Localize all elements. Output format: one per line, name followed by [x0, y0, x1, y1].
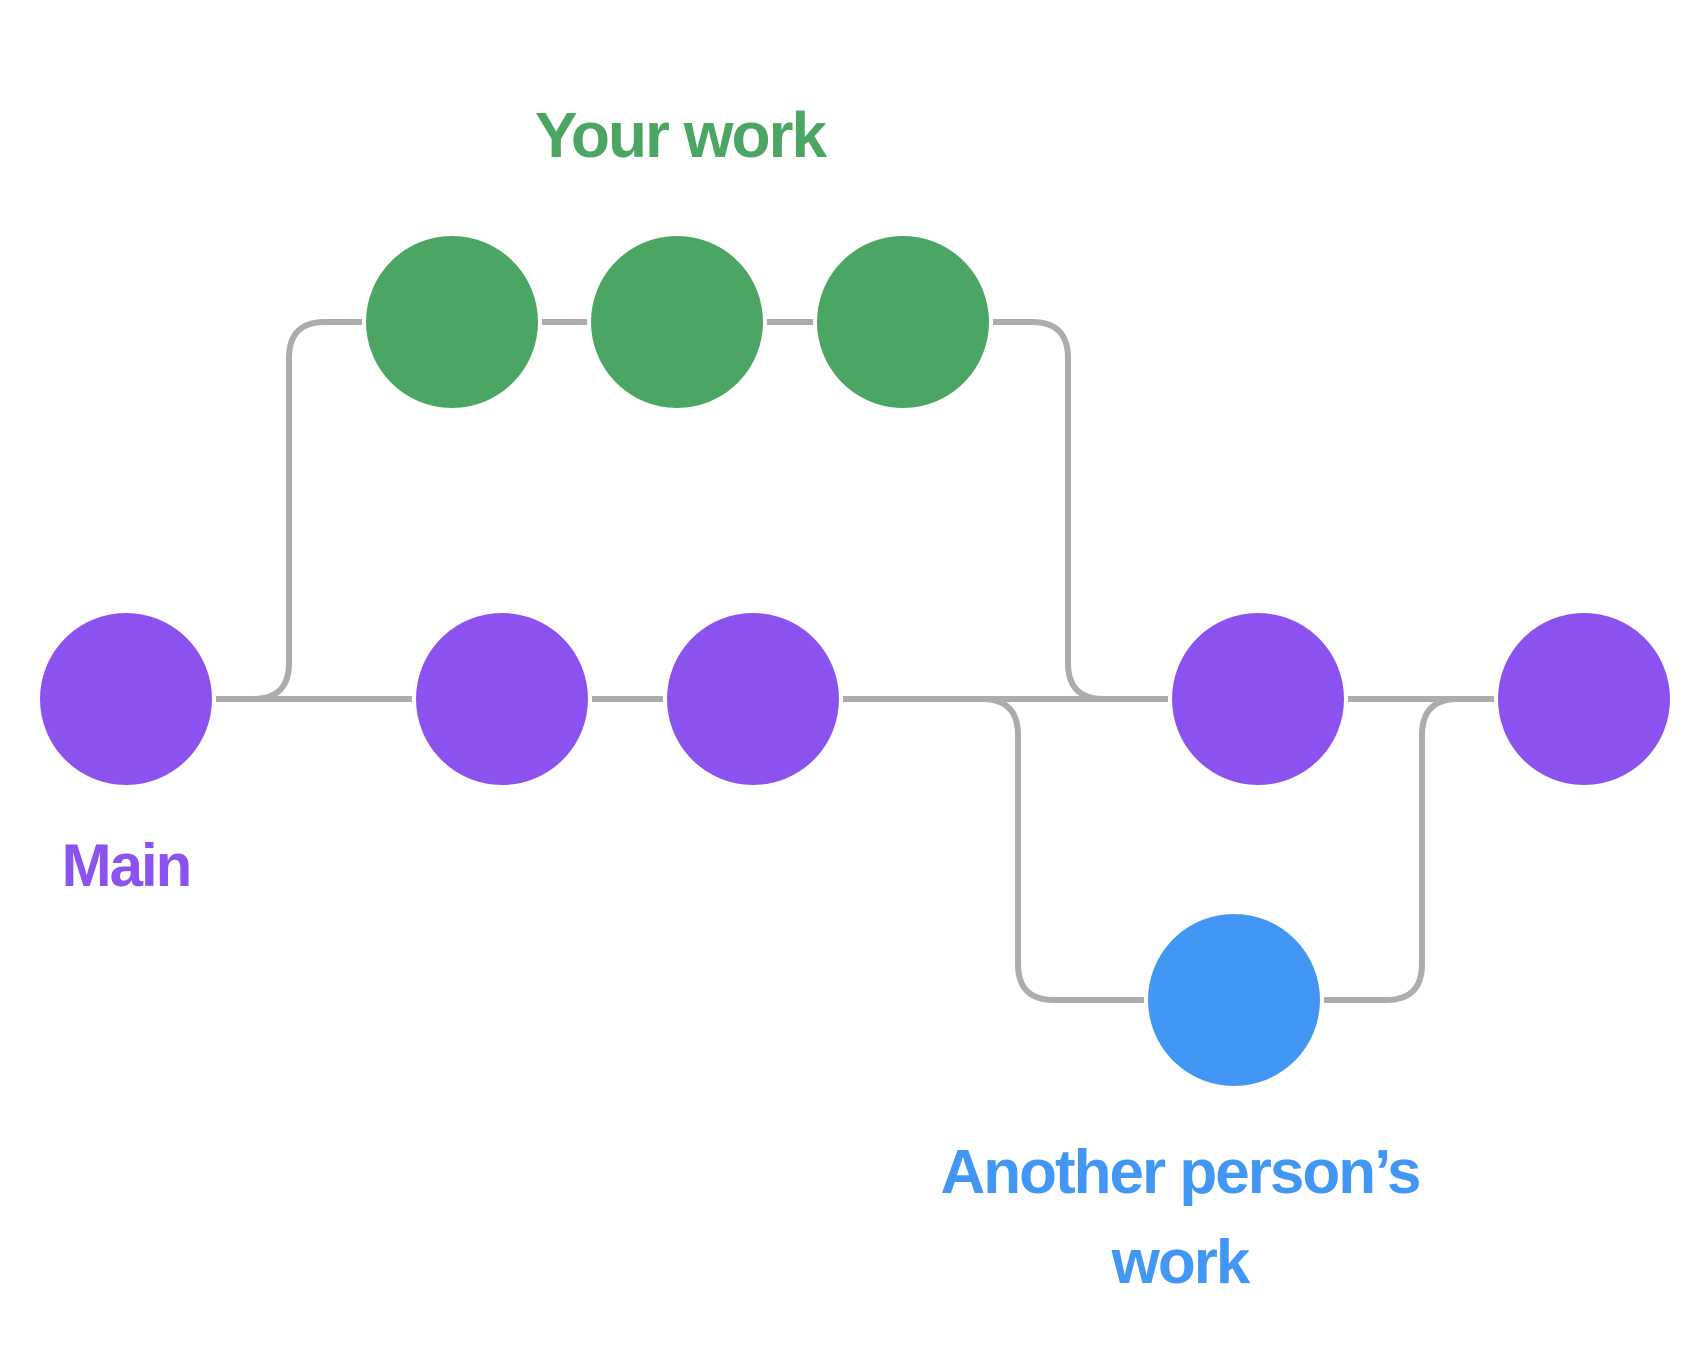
main-label: Main — [61, 832, 193, 899]
commit-node-main-5 — [1494, 609, 1674, 789]
another-persons-work-label-line1: Another person’s — [940, 1138, 1422, 1207]
commit-node-main-3 — [663, 609, 843, 789]
commit-node-main-4 — [1168, 609, 1348, 789]
commit-node-your-work-3 — [813, 232, 993, 412]
another-persons-work-label: Another person’s work — [940, 1128, 1422, 1308]
commit-node-main-2 — [412, 609, 592, 789]
commit-node-your-work-1 — [362, 232, 542, 412]
your-work-label: Your work — [534, 99, 827, 171]
commit-node-another-persons-work-1 — [1144, 910, 1324, 1090]
commit-node-main-1 — [36, 609, 216, 789]
commit-node-your-work-2 — [587, 232, 767, 412]
another-persons-work-label-line2: work — [1111, 1227, 1251, 1297]
